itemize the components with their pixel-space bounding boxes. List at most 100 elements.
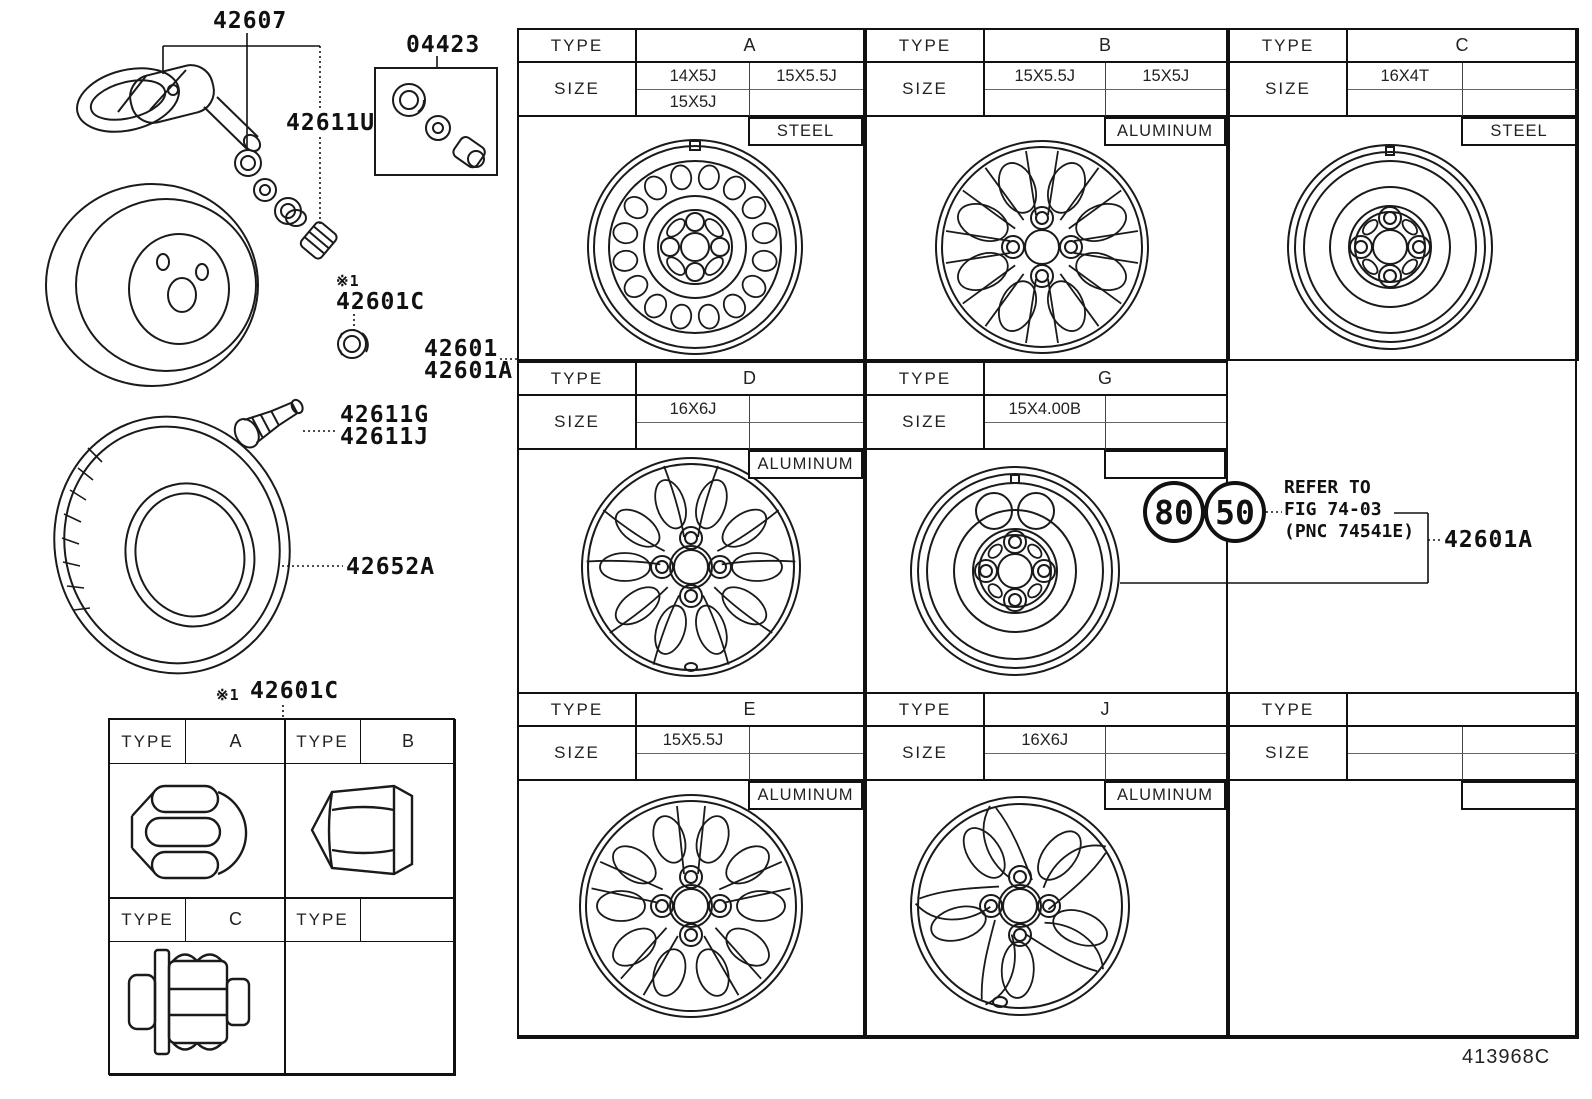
size-value bbox=[1105, 727, 1226, 754]
material-label: STEEL bbox=[1461, 117, 1577, 146]
size-value: 15X5.5J bbox=[750, 63, 863, 90]
valve-parts-illustration bbox=[234, 149, 338, 260]
size-value bbox=[750, 396, 863, 423]
part-label-42601A-spare: 42601A bbox=[1444, 527, 1534, 553]
size-value bbox=[637, 423, 750, 450]
size-value bbox=[1348, 727, 1463, 754]
type-value: B bbox=[401, 731, 414, 751]
wheel-cell-type-d: TYPE D SIZE 16X6J ALUMINUM bbox=[517, 361, 865, 694]
wheel-cell-blank: TYPE SIZE bbox=[1228, 692, 1579, 1039]
part-label-42601C: 42601C bbox=[336, 289, 426, 315]
tire-valve-illustration bbox=[233, 398, 304, 449]
refer-note: REFER TO FIG 74-03 (PNC 74541E) bbox=[1284, 477, 1414, 543]
wheel-cell-type-e: TYPE E SIZE 15X5.5J ALUMINUM bbox=[517, 692, 865, 1039]
wheel-illustration-type-c bbox=[1287, 144, 1493, 350]
size-label: SIZE bbox=[867, 727, 985, 781]
size-value bbox=[1105, 90, 1226, 117]
lock-nut-type-table: TYPE A TYPE B TYPE C TYPE bbox=[108, 718, 456, 1076]
wheel-cell-type-a: TYPE A SIZE 14X5J 15X5.5J 15X5J STEEL bbox=[517, 28, 865, 361]
refer-note-line2: FIG 74-03 bbox=[1284, 499, 1382, 520]
size-value: 16X6J bbox=[637, 396, 750, 423]
nut-type-b-illustration bbox=[310, 784, 414, 876]
figure-code: 413968C bbox=[1462, 1046, 1551, 1068]
type-label: TYPE bbox=[1230, 694, 1348, 725]
size-value: 15X5J bbox=[1105, 63, 1226, 90]
size-block: SIZE 16X4T bbox=[1230, 63, 1577, 117]
note-mark-1: ※1 bbox=[336, 272, 360, 290]
wheel-cell-type-g: TYPE G SIZE 15X4.00B bbox=[865, 361, 1228, 694]
wheel-cell-type-c: TYPE C SIZE 16X4T STEEL bbox=[1228, 28, 1579, 361]
type-label: TYPE bbox=[867, 363, 985, 394]
load-badge-80: 80 bbox=[1143, 481, 1205, 543]
size-value bbox=[637, 754, 750, 781]
nut-cell-header: TYPE A bbox=[110, 720, 285, 764]
part-label-42611G: 42611G bbox=[340, 402, 430, 428]
size-block: SIZE 15X4.00B bbox=[867, 396, 1226, 450]
wheel-cell-header: TYPE J bbox=[867, 694, 1226, 727]
part-label-42652A: 42652A bbox=[346, 554, 436, 580]
size-value bbox=[1462, 63, 1577, 90]
type-label: TYPE bbox=[110, 898, 186, 941]
size-value bbox=[750, 727, 863, 754]
wheel-spec-table: TYPE A SIZE 14X5J 15X5.5J 15X5J STEEL TY… bbox=[517, 28, 1579, 1039]
wheel-illustration-type-b bbox=[935, 140, 1149, 354]
nut-cell-type-b: TYPE B bbox=[284, 719, 456, 899]
wheel-illustration-type-e bbox=[579, 794, 803, 1018]
refer-note-line3: (PNC 74541E) bbox=[1284, 521, 1415, 542]
part-label-42601C-bottom: 42601C bbox=[250, 678, 340, 704]
type-label: TYPE bbox=[867, 30, 985, 61]
size-value bbox=[1462, 754, 1577, 781]
type-value: A bbox=[229, 731, 242, 751]
type-label: TYPE bbox=[1230, 30, 1348, 61]
size-value bbox=[1105, 396, 1226, 423]
type-label: TYPE bbox=[285, 720, 361, 763]
wheel-perspective-illustration bbox=[45, 183, 259, 387]
nut-type-c-illustration bbox=[127, 948, 251, 1056]
type-value: C bbox=[229, 909, 242, 929]
size-value bbox=[750, 754, 863, 781]
type-label: TYPE bbox=[110, 720, 186, 763]
size-block: SIZE bbox=[1230, 727, 1577, 781]
tpms-sensor-illustration bbox=[76, 64, 262, 153]
size-label: SIZE bbox=[519, 396, 637, 450]
size-block: SIZE 16X6J bbox=[519, 396, 863, 450]
size-block: SIZE 15X5.5J 15X5J bbox=[867, 63, 1226, 117]
size-value bbox=[1105, 423, 1226, 450]
material-label bbox=[1104, 450, 1226, 479]
part-label-42611J: 42611J bbox=[340, 424, 430, 450]
part-label-42601A: 42601A bbox=[424, 358, 514, 384]
wheel-cell-header: TYPE G bbox=[867, 363, 1226, 396]
refer-note-line1: REFER TO bbox=[1284, 477, 1371, 498]
wheel-cell-type-b: TYPE B SIZE 15X5.5J 15X5J ALUMINUM bbox=[865, 28, 1228, 361]
size-value: 15X5J bbox=[637, 90, 750, 117]
size-block: SIZE 16X6J bbox=[867, 727, 1226, 781]
material-label bbox=[1461, 781, 1577, 810]
part-label-42601: 42601 bbox=[424, 336, 499, 362]
type-value: A bbox=[743, 35, 757, 55]
material-label: ALUMINUM bbox=[748, 450, 863, 479]
wheel-cell-header: TYPE B bbox=[867, 30, 1226, 63]
type-value: G bbox=[1097, 368, 1113, 388]
type-label: TYPE bbox=[285, 898, 361, 941]
nut-cell-type-c: TYPE C bbox=[109, 897, 286, 1076]
size-label: SIZE bbox=[867, 396, 985, 450]
size-value bbox=[1348, 90, 1463, 117]
nut-cell-type-a: TYPE A bbox=[109, 719, 286, 899]
material-label: STEEL bbox=[748, 117, 863, 146]
size-value bbox=[1348, 754, 1463, 781]
size-value bbox=[985, 90, 1106, 117]
nut-cell-header: TYPE C bbox=[110, 898, 285, 942]
size-value bbox=[1462, 90, 1577, 117]
wheel-cell-header: TYPE bbox=[1230, 694, 1577, 727]
tire-illustration bbox=[53, 415, 291, 675]
size-value: 15X4.00B bbox=[985, 396, 1106, 423]
nut-type-a-illustration bbox=[130, 784, 248, 880]
part-label-42607: 42607 bbox=[213, 8, 288, 34]
size-value: 15X5.5J bbox=[637, 727, 750, 754]
size-value: 16X6J bbox=[985, 727, 1106, 754]
type-value: C bbox=[1455, 35, 1470, 55]
type-value: E bbox=[743, 699, 757, 719]
wheel-illustration-type-j bbox=[910, 796, 1130, 1016]
size-label: SIZE bbox=[519, 63, 637, 117]
